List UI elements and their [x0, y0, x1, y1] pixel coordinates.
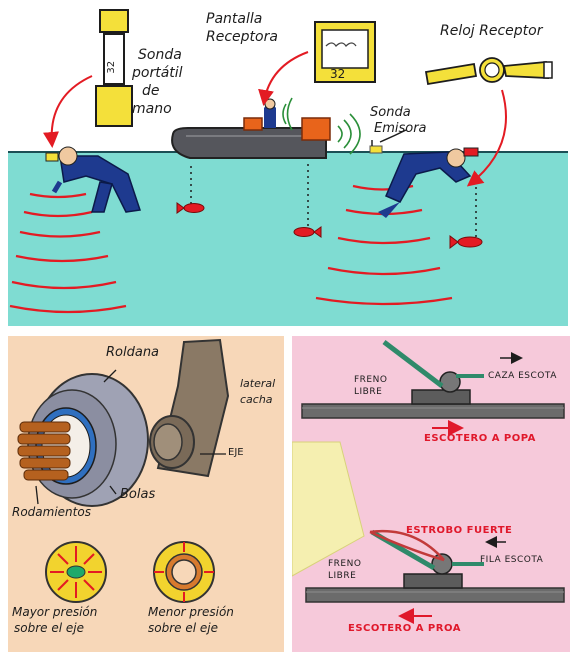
screen-value: 32 — [330, 67, 346, 81]
car-top — [382, 340, 484, 405]
estrobo-fuerte: ESTROBO FUERTE — [406, 525, 513, 536]
bearing-rollers — [17, 421, 71, 481]
eje-label: EJE — [228, 447, 244, 458]
link-arrows — [43, 51, 507, 187]
portable-line2: portátil — [132, 65, 183, 81]
pressure-high — [45, 541, 107, 603]
sonar-waves-right — [315, 184, 453, 306]
red-arrows — [398, 420, 464, 624]
receiver-watch — [424, 57, 553, 86]
escotero-proa: ESCOTERO A PROA — [348, 623, 461, 634]
emitter-line2: Emisora — [374, 121, 427, 136]
sounder-panel: Pantalla Receptora 32 Reloj Receptor 32 … — [8, 6, 568, 326]
fila-escota: FILA ESCOTA — [480, 555, 544, 565]
roldana-label: Roldana — [106, 345, 160, 360]
fish-1 — [176, 202, 205, 214]
cheek-plate — [149, 338, 230, 478]
watch-title: Reloj Receptor — [440, 23, 543, 39]
diver-left — [45, 146, 141, 213]
portable-value: 32 — [106, 60, 118, 74]
fish-2 — [293, 226, 322, 238]
screen-title-line2: Receptora — [206, 29, 278, 45]
sounder-illustration — [8, 9, 568, 326]
freno-bottom-line1: FRENO — [328, 559, 362, 569]
portable-line1: Sonda — [138, 47, 182, 63]
portable-line3: de — [142, 83, 160, 99]
pulley-illustration — [17, 338, 230, 603]
emitter-pointer — [379, 129, 407, 143]
sail-shape — [292, 441, 365, 577]
portable-line4: mano — [132, 101, 172, 117]
caza-escota: CAZA ESCOTA — [488, 371, 557, 381]
emitter-probe — [369, 145, 383, 154]
diver-right — [378, 147, 479, 218]
receiver-screen — [314, 21, 376, 83]
menor-line2: sobre el eje — [148, 621, 218, 635]
freno-bottom-line2: LIBRE — [328, 571, 357, 581]
pressure-low — [153, 541, 215, 603]
rail-top — [301, 403, 565, 419]
inflatable-boat — [171, 98, 331, 159]
traveller-panel: FRENO LIBRE CAZA ESCOTA ESCOTERO A POPA … — [292, 336, 570, 652]
lateral-line2: cacha — [240, 393, 273, 406]
traveller-illustration — [292, 340, 565, 624]
strop — [369, 529, 445, 562]
signal-arcs — [282, 97, 361, 155]
pointers — [35, 369, 226, 505]
portable-probe — [95, 9, 133, 127]
escotero-popa: ESCOTERO A POPA — [424, 433, 536, 444]
screen-title-line1: Pantalla — [206, 11, 263, 27]
mayor-line2: sobre el eje — [14, 621, 84, 635]
rail-bottom — [305, 587, 565, 603]
dotted-lines — [190, 164, 477, 238]
sonar-waves-left — [9, 192, 127, 314]
emitter-line1: Sonda — [370, 105, 411, 120]
direction-arrows — [485, 352, 523, 548]
pulley-panel: Roldana lateral cacha EJE Bolas Rodamien… — [8, 336, 284, 652]
menor-line1: Menor presión — [148, 605, 234, 619]
rodamientos-label: Rodamientos — [12, 505, 91, 519]
freno-top-line1: FRENO — [354, 375, 388, 385]
bolas-label: Bolas — [120, 487, 156, 502]
mayor-line1: Mayor presión — [12, 605, 98, 619]
lateral-line1: lateral — [240, 377, 276, 390]
freno-top-line2: LIBRE — [354, 387, 383, 397]
fish-3 — [449, 235, 483, 249]
car-bottom — [370, 529, 484, 589]
